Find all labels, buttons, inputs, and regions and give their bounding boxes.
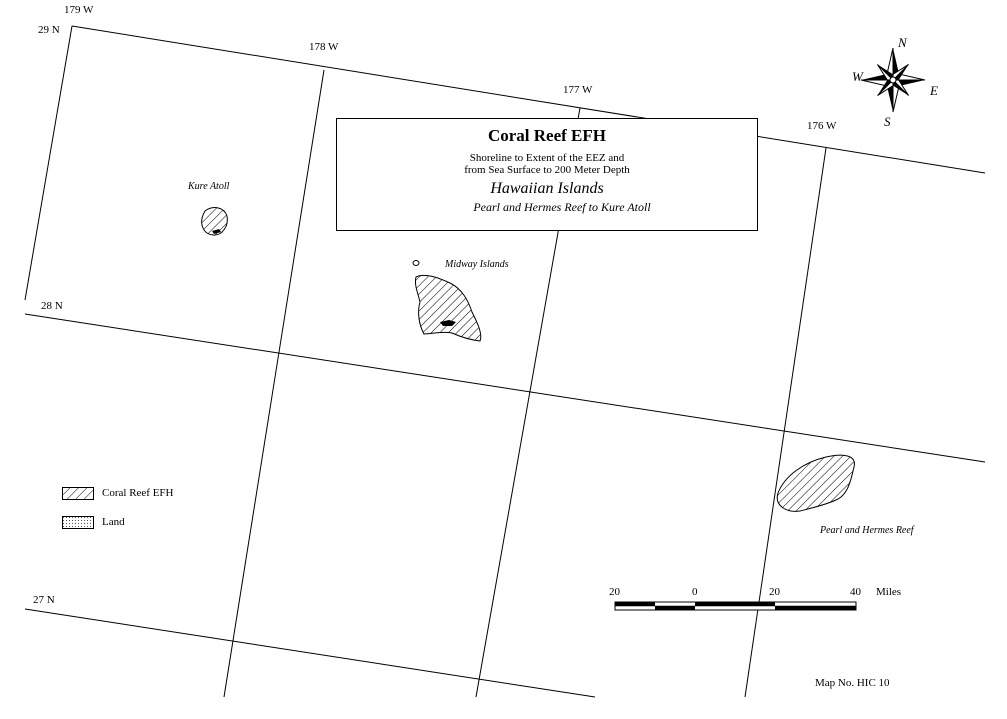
parallel-label-27n: 27 N	[33, 594, 55, 606]
land-swatch-icon	[62, 516, 94, 529]
map-region: Hawaiian Islands	[490, 180, 604, 197]
compass-e-label: E	[930, 83, 938, 98]
compass-n-label: N	[898, 35, 907, 50]
midway-islet	[412, 260, 420, 266]
midway-islands-land	[440, 320, 456, 326]
map-subtitle-line1: Shoreline to Extent of the EEZ and	[469, 152, 625, 164]
compass-rose-icon	[860, 47, 926, 113]
parallel-29n	[71, 25, 986, 174]
parallel-label-28n: 28 N	[41, 300, 63, 312]
kure-atoll-reef	[201, 207, 228, 236]
midway-islands-label: Midway Islands	[445, 259, 509, 270]
map-subregion: Pearl and Hermes Reef to Kure Atoll	[473, 200, 651, 214]
map-subtitle-line2: from Sea Surface to 200 Meter Depth	[464, 164, 630, 176]
parallel-label-29n: 29 N	[38, 24, 60, 36]
scale-tick-20: 20	[769, 586, 780, 598]
scale-tick-40: 40	[850, 586, 861, 598]
compass-w-label: W	[852, 69, 863, 84]
scale-tick-20-left: 20	[609, 586, 620, 598]
meridian-label-178w: 178 W	[309, 41, 339, 53]
meridian-178w	[223, 69, 325, 698]
legend-coral-label: Coral Reef EFH	[102, 487, 174, 499]
pearl-hermes-label: Pearl and Hermes Reef	[820, 525, 914, 536]
midway-islands-reef	[415, 274, 482, 342]
kure-atoll-land	[212, 229, 221, 234]
legend-land-label: Land	[102, 516, 125, 528]
meridian-179w	[24, 25, 73, 301]
scale-unit: Miles	[876, 586, 902, 598]
parallel-28n	[24, 313, 986, 463]
meridian-label-176w: 176 W	[807, 120, 837, 132]
kure-atoll-label: Kure Atoll	[188, 181, 230, 192]
map-title-box: Coral Reef EFH Shoreline to Extent of th…	[336, 118, 758, 231]
pearl-hermes-reef	[776, 454, 855, 512]
map-number: Map No. HIC 10	[815, 677, 890, 689]
scale-bar	[614, 601, 857, 611]
compass-s-label: S	[884, 114, 891, 129]
parallel-27n	[24, 608, 596, 698]
meridian-label-179w: 179 W	[64, 4, 94, 16]
scale-tick-0: 0	[692, 586, 698, 598]
meridian-label-177w: 177 W	[563, 84, 593, 96]
map-title: Coral Reef EFH	[487, 126, 607, 145]
coral-reef-swatch-icon	[62, 487, 94, 500]
